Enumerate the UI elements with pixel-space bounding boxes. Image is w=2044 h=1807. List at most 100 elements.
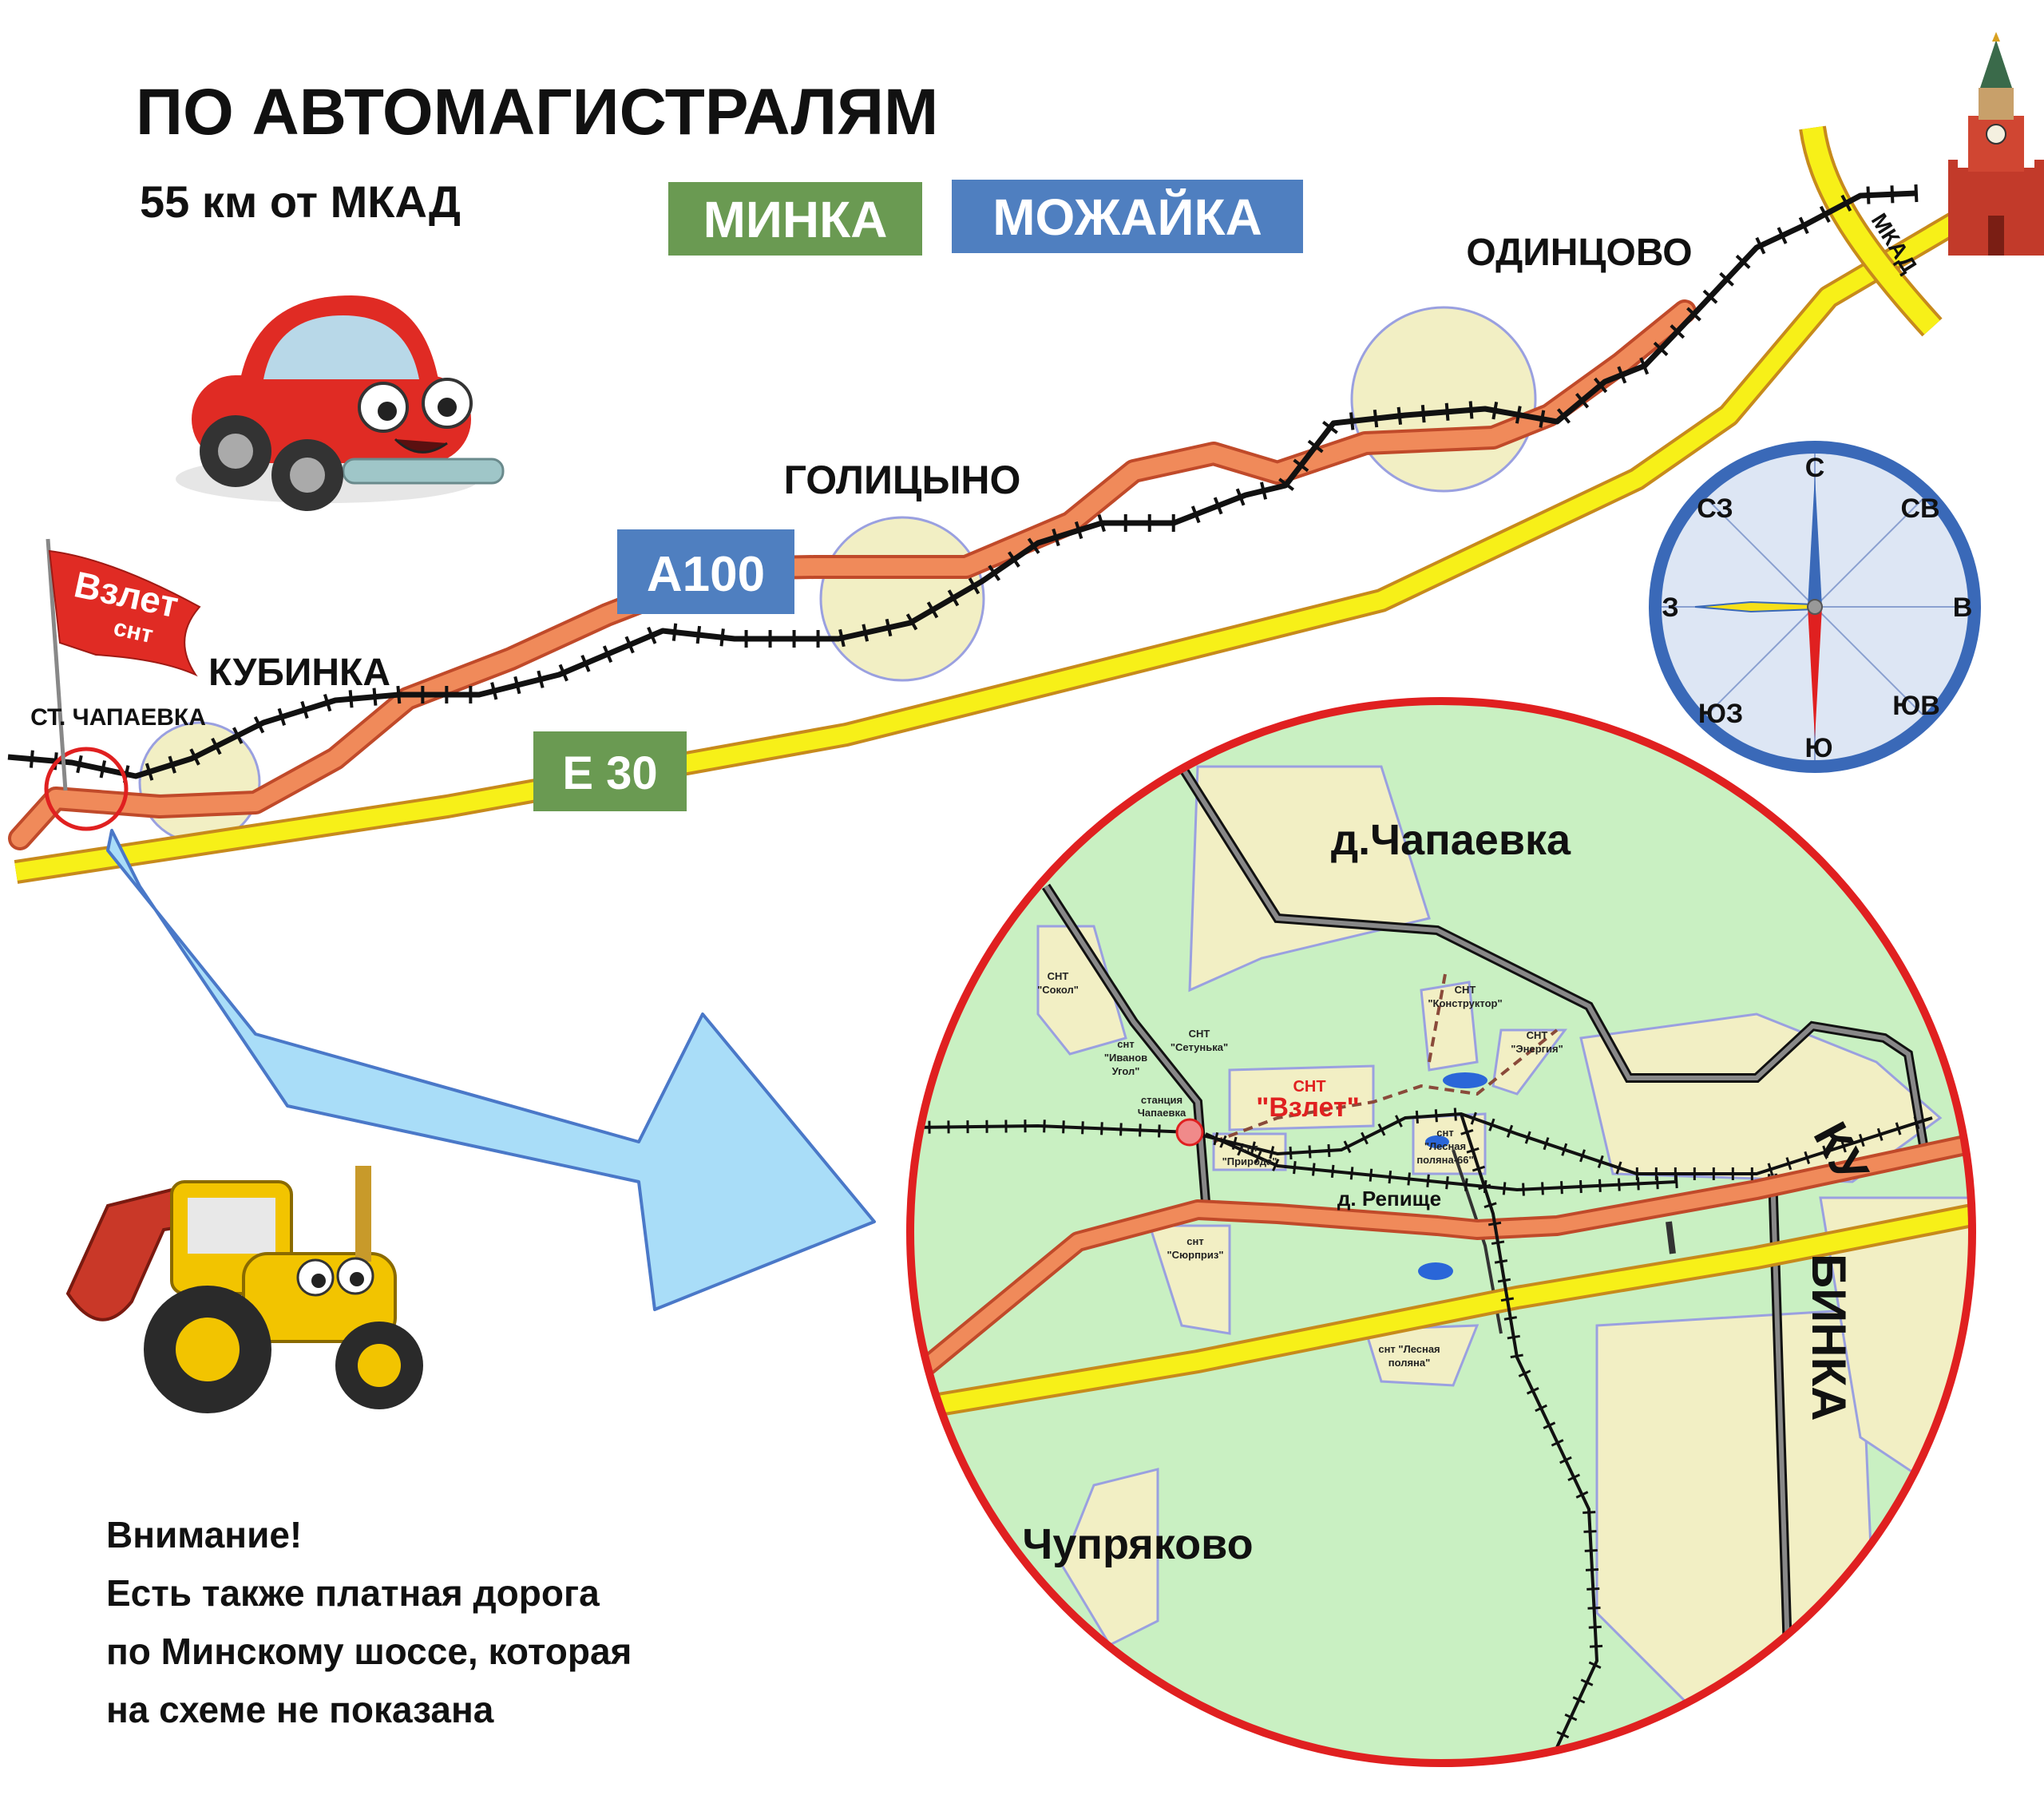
rail-tie bbox=[1139, 1123, 1142, 1137]
rail-tie bbox=[1507, 1334, 1520, 1340]
rail-tie bbox=[1307, 439, 1324, 454]
rail-tie bbox=[1524, 1131, 1531, 1144]
flag-icon bbox=[46, 538, 201, 791]
rail-tie bbox=[580, 654, 591, 672]
rail-tie bbox=[1526, 1387, 1539, 1395]
rail-tie bbox=[1819, 205, 1831, 224]
rail-tie bbox=[1396, 406, 1403, 425]
rail-tie bbox=[1617, 366, 1627, 384]
rail-tie bbox=[211, 737, 222, 755]
rail-tie bbox=[1361, 1131, 1369, 1145]
snt-lesnaya66-1: снт bbox=[1436, 1127, 1453, 1139]
rail-tie bbox=[1483, 1202, 1497, 1209]
yellow-tractor-icon bbox=[65, 1166, 423, 1413]
rail-tie bbox=[277, 707, 287, 726]
rail-tie bbox=[1470, 1112, 1477, 1125]
rail-tie bbox=[1377, 1123, 1386, 1136]
compass-w: З bbox=[1662, 592, 1678, 623]
rail-tie bbox=[253, 715, 265, 734]
rail-tie bbox=[1510, 1353, 1523, 1359]
rail-tie bbox=[719, 628, 725, 647]
rail-tie bbox=[1670, 324, 1686, 339]
rail-tie bbox=[838, 628, 846, 648]
rail-tie bbox=[1535, 1404, 1547, 1413]
rail-tie bbox=[490, 682, 498, 700]
rail-tie bbox=[602, 645, 613, 664]
rail-tie bbox=[1250, 1141, 1256, 1155]
rail-tie bbox=[1373, 409, 1379, 428]
rail-tie bbox=[1556, 408, 1571, 424]
rail-tie bbox=[1655, 1176, 1659, 1190]
rail-tie bbox=[300, 700, 309, 719]
rail-tie bbox=[1639, 357, 1650, 375]
rail-tie bbox=[1598, 1179, 1602, 1192]
snt-setunka-1: СНТ bbox=[1189, 1028, 1210, 1040]
compass-nw: СЗ bbox=[1697, 493, 1733, 524]
compass-sw: ЮЗ bbox=[1698, 699, 1743, 729]
chapaevka-station-label: СТ. ЧАПАЕВКА bbox=[30, 704, 206, 731]
snt-energia-2: "Энергия" bbox=[1511, 1043, 1563, 1055]
rail-tie bbox=[1702, 289, 1718, 304]
rail-tie bbox=[1913, 1116, 1920, 1130]
rail-tie bbox=[1190, 505, 1201, 524]
snt-lesnaya-1: снт "Лесная bbox=[1378, 1343, 1440, 1355]
rail-tie bbox=[926, 601, 939, 619]
rail-tie bbox=[99, 760, 107, 779]
rail-tie bbox=[1488, 1118, 1495, 1131]
rail-tie bbox=[1561, 1143, 1568, 1156]
page-title: ПО АВТОМАГИСТРАЛЯМ bbox=[136, 76, 938, 149]
compass-s: Ю bbox=[1804, 733, 1832, 763]
rail-tie bbox=[1343, 1140, 1352, 1154]
mozhaika-badge bbox=[952, 180, 1303, 253]
rail-tie bbox=[1027, 537, 1040, 554]
rail-tie bbox=[1589, 1644, 1603, 1648]
snt-ivanov-1: снт bbox=[1117, 1038, 1134, 1050]
rail-tie bbox=[624, 636, 635, 654]
rail-tie bbox=[1564, 1713, 1578, 1722]
snt-syurpriz-2: "Сюрприз" bbox=[1167, 1249, 1223, 1261]
notice-line-3: по Минскому шоссе, которая bbox=[106, 1631, 632, 1672]
rail-tie bbox=[1686, 307, 1701, 322]
rail-tie bbox=[372, 688, 378, 706]
rail-tie bbox=[1330, 1164, 1335, 1179]
rail-tie bbox=[1349, 1167, 1354, 1180]
rail-tie bbox=[1097, 513, 1106, 533]
kubinka-label: КУБИНКА bbox=[208, 652, 390, 694]
rail-tie bbox=[145, 763, 154, 781]
kubinka-detail-bottom: БИНКА bbox=[1802, 1254, 1856, 1421]
rail-tie bbox=[29, 750, 34, 768]
rail-tie bbox=[1388, 1170, 1392, 1184]
chapaevka-village-label: д.Чапаевка bbox=[1331, 816, 1571, 864]
rail-tie bbox=[1500, 1297, 1515, 1302]
rail-tie bbox=[1100, 1122, 1103, 1135]
rail-tie bbox=[1597, 1155, 1604, 1168]
rail-tie bbox=[1674, 1175, 1678, 1189]
rail-tie bbox=[1575, 1491, 1589, 1499]
minka-badge bbox=[668, 182, 922, 256]
rail-tie bbox=[1586, 1587, 1600, 1591]
rail-tie bbox=[1369, 1168, 1373, 1182]
mozhaika-label: МОЖАЙКА bbox=[992, 188, 1262, 246]
rail-tie bbox=[1119, 1123, 1123, 1136]
rail-tie bbox=[1052, 528, 1060, 547]
golitsyno-area bbox=[819, 516, 985, 682]
rail-tie bbox=[1583, 1511, 1596, 1514]
rail-tie bbox=[1503, 1316, 1517, 1321]
rail-tie bbox=[1556, 1730, 1570, 1739]
rail-tie bbox=[1426, 1174, 1430, 1187]
rail-tie bbox=[1491, 1240, 1505, 1246]
compass-n: С bbox=[1805, 453, 1825, 483]
rail-tie bbox=[1491, 402, 1499, 420]
rail-tie bbox=[671, 623, 678, 641]
rail-tie bbox=[1572, 1696, 1586, 1704]
rail-tie bbox=[1497, 1278, 1511, 1283]
mkad-road bbox=[1799, 125, 1943, 337]
rail-tie bbox=[232, 727, 244, 744]
minka-label: МИНКА bbox=[703, 191, 888, 248]
snt-sokol-2: "Сокол" bbox=[1037, 984, 1079, 996]
rail-tie bbox=[1407, 1172, 1411, 1186]
chupryakovo-label: Чупряково bbox=[1022, 1520, 1253, 1568]
rail-tie bbox=[1575, 392, 1590, 409]
rail-tie bbox=[1043, 1119, 1046, 1133]
